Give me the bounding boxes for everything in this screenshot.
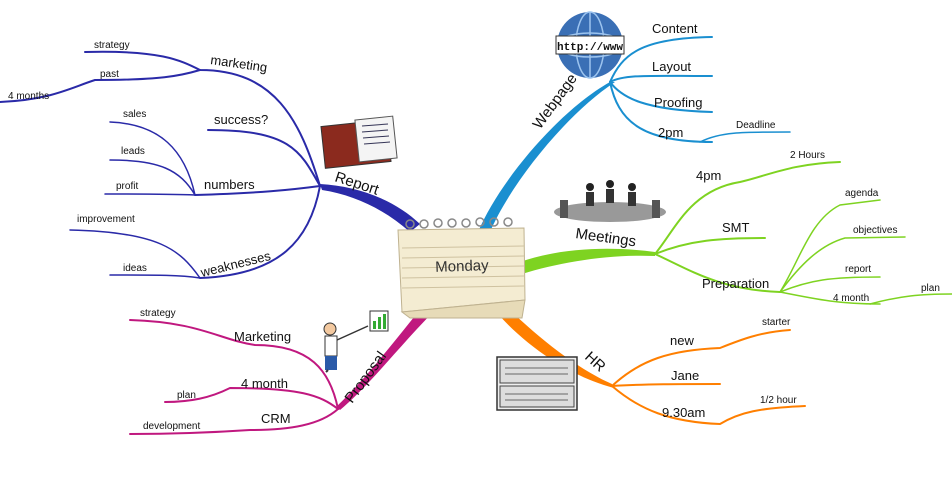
- node-development: development: [143, 421, 200, 432]
- center-notepad: Monday: [397, 217, 526, 319]
- node-plan-meetings: plan: [921, 283, 940, 294]
- center-label: Monday: [435, 257, 489, 276]
- node-success: success?: [214, 112, 268, 127]
- node-4-months: 4 months: [8, 91, 49, 102]
- node-report: report: [845, 264, 871, 275]
- node-4-month: 4 month: [833, 293, 869, 304]
- node-sales: sales: [123, 109, 146, 120]
- node-strategy-proposal: strategy: [140, 308, 176, 319]
- node-jane: Jane: [671, 368, 699, 383]
- branch-proposal: [129, 300, 440, 435]
- node-proofing: Proofing: [654, 95, 702, 110]
- node-layout: Layout: [652, 59, 691, 74]
- node-weaknesses: weaknesses: [198, 248, 272, 280]
- node-crm: CRM: [261, 411, 291, 426]
- node-half-hour: 1/2 hour: [760, 395, 797, 406]
- globe-www-icon: http://www: [555, 11, 625, 79]
- node-plan-proposal: plan: [177, 390, 196, 401]
- node-numbers: numbers: [204, 177, 255, 192]
- node-deadline: Deadline: [736, 120, 776, 131]
- branch-label-proposal: Proposal: [341, 348, 390, 406]
- presenter-chart-icon: [323, 310, 389, 373]
- node-9-30am: 9.30am: [662, 405, 705, 420]
- node-agenda: agenda: [845, 188, 879, 199]
- node-2-hours: 2 Hours: [790, 150, 825, 161]
- boardroom-people-icon: [554, 180, 666, 222]
- node-strategy-report: strategy: [94, 40, 130, 51]
- branch-label-meetings: Meetings: [574, 225, 637, 250]
- globe-www-text: http://www: [557, 42, 623, 54]
- node-4-month-proposal: 4 month: [241, 376, 288, 391]
- node-2pm: 2pm: [658, 125, 683, 140]
- node-marketing-proposal: Marketing: [234, 329, 291, 344]
- folder-document-icon: [320, 115, 398, 169]
- node-starter: starter: [762, 317, 791, 328]
- node-leads: leads: [121, 146, 145, 157]
- node-improvement: improvement: [77, 214, 135, 225]
- node-new: new: [670, 333, 694, 348]
- spiral-binding: [405, 217, 513, 229]
- node-profit: profit: [116, 181, 138, 192]
- filing-cabinet-icon: [496, 356, 578, 411]
- branch-label-webpage: Webpage: [529, 71, 580, 133]
- node-objectives: objectives: [853, 225, 897, 236]
- branch-report: [0, 50, 420, 279]
- node-ideas: ideas: [123, 263, 147, 274]
- node-4pm: 4pm: [696, 168, 721, 183]
- branch-meetings: [520, 161, 952, 305]
- node-preparation: Preparation: [702, 276, 769, 291]
- node-past: past: [100, 69, 119, 80]
- node-content: Content: [652, 21, 698, 36]
- node-smt: SMT: [722, 220, 750, 235]
- branch-webpage: [478, 36, 791, 232]
